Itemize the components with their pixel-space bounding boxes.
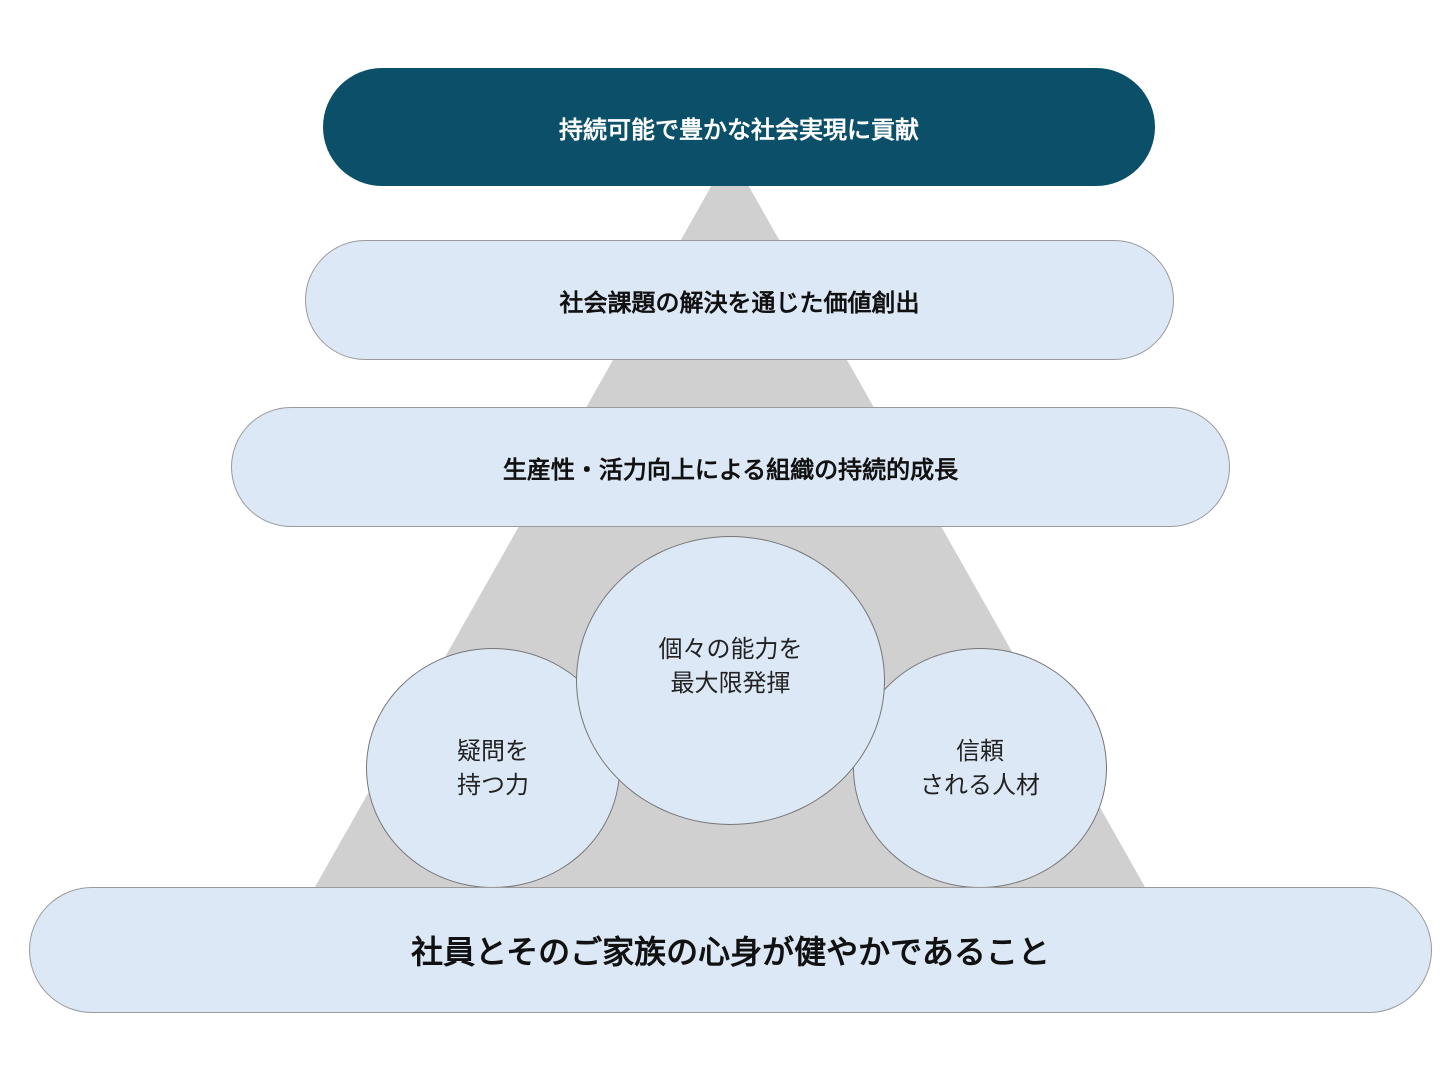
circle-maximize-ability: 個々の能力を 最大限発揮 xyxy=(576,536,885,825)
circle-trusted-talent: 信頼 される人材 xyxy=(853,648,1107,888)
level-organization-growth: 生産性・活力向上による組織の持続的成長 xyxy=(231,407,1230,527)
level-value-creation: 社会課題の解決を通じた価値創出 xyxy=(305,240,1174,360)
level-base-wellbeing: 社員とそのご家族の心身が健やかであること xyxy=(29,887,1432,1013)
level-top-goal: 持続可能で豊かな社会実現に貢献 xyxy=(323,68,1155,186)
